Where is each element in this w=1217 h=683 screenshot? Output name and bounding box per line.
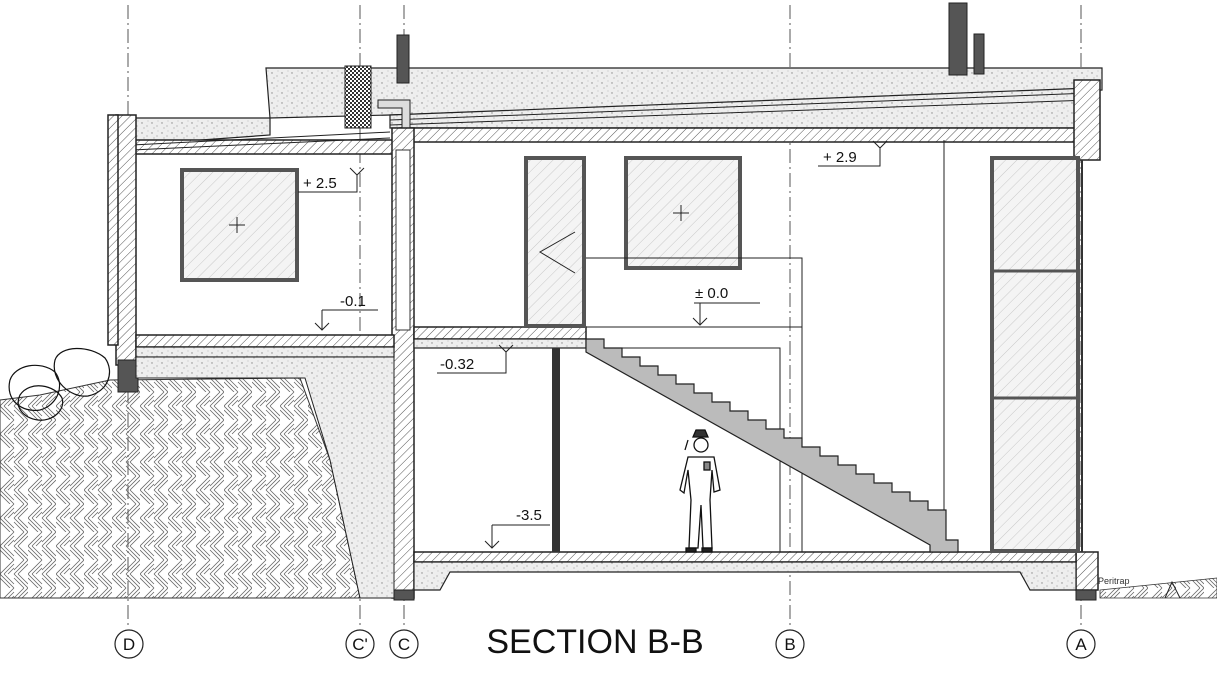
grid-label: D: [123, 635, 135, 654]
level-markers: + 2.5 + 2.9 -0.1 ± 0.0 -0.32: [298, 140, 888, 549]
grid-label: C: [398, 635, 410, 654]
level-marker-zero: ± 0.0: [692, 285, 760, 326]
terrain: [0, 377, 1217, 599]
reference-lines: [552, 257, 803, 552]
level-marker-plus-2-5: + 2.5: [298, 167, 365, 193]
level-label: ± 0.0: [695, 285, 728, 302]
grid-label: A: [1075, 635, 1087, 654]
human-figure: [679, 429, 721, 553]
grid-label: B: [784, 635, 795, 654]
level-label: -3.5: [516, 507, 542, 524]
boulders: [8, 347, 110, 421]
grid-bubble-c-prime: C': [345, 629, 375, 659]
level-label: -0.1: [340, 293, 366, 310]
grid-bubble-a: A: [1066, 629, 1096, 659]
section-title: SECTION B-B: [486, 623, 703, 661]
ground-label: Peritrap: [1098, 576, 1130, 586]
windows: [180, 140, 1080, 553]
grid-bubble-d: D: [114, 629, 144, 659]
chimney: [344, 2, 985, 129]
level-marker-minus-3-5: -3.5: [484, 507, 550, 549]
level-marker-minus-0-32: -0.32: [437, 344, 514, 374]
level-label: + 2.9: [823, 149, 857, 166]
roof: [131, 67, 1103, 155]
level-marker-minus-0-1: -0.1: [314, 293, 378, 331]
grid-bubble-c: C: [389, 629, 419, 659]
stair: [585, 338, 959, 553]
grid-label: C': [352, 635, 368, 654]
level-marker-plus-2-9: + 2.9: [818, 140, 888, 167]
level-label: -0.32: [440, 356, 474, 373]
level-label: + 2.5: [303, 175, 337, 192]
grid-bubbles: D C' C B A: [114, 629, 1096, 659]
walls: [107, 79, 1101, 601]
grid-bubble-b: B: [775, 629, 805, 659]
